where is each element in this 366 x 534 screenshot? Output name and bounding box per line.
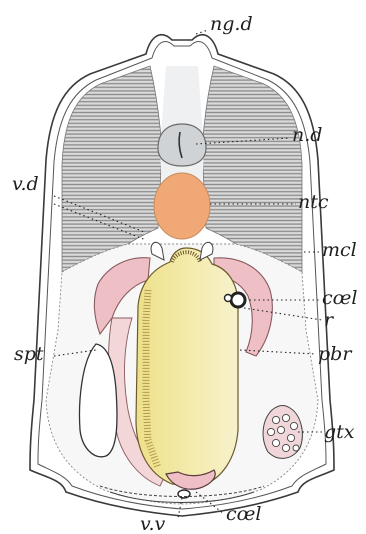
label-coel-right: cœl [322, 287, 358, 309]
label-v-d: v.d [12, 173, 39, 195]
label-r: r [324, 309, 335, 331]
notochord [154, 173, 210, 239]
label-v-v: v.v [140, 513, 166, 534]
label-spt: spt [14, 343, 44, 365]
label-pbr: pbr [318, 343, 353, 365]
pharynx [136, 248, 238, 486]
label-ng-d: ng.d [210, 13, 253, 35]
leader-ng-d [196, 30, 208, 34]
label-ntc: ntc [298, 191, 329, 213]
label-coel-bottom: cœl [226, 503, 262, 525]
nerve-cord [158, 124, 206, 166]
label-n-d: n.d [292, 124, 322, 146]
label-mcl: mcl [322, 239, 357, 261]
coelom-ring [231, 293, 245, 307]
coelom-small [225, 295, 232, 302]
label-gtx: gtx [324, 421, 355, 443]
